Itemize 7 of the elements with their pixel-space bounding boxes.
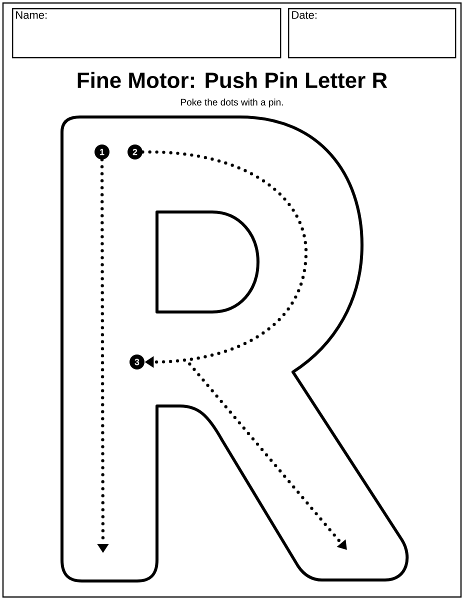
step-number: 1: [94, 144, 110, 160]
write-in-box: Name:: [12, 8, 282, 58]
write-in-box: Date:: [288, 8, 456, 58]
instruction-text: Poke the dots with a pin.: [181, 98, 283, 108]
title: Fine Motor: Push Pin Letter R: [78, 72, 388, 88]
step-number: 2: [128, 144, 142, 160]
dotted-arrow: [141, 150, 308, 368]
